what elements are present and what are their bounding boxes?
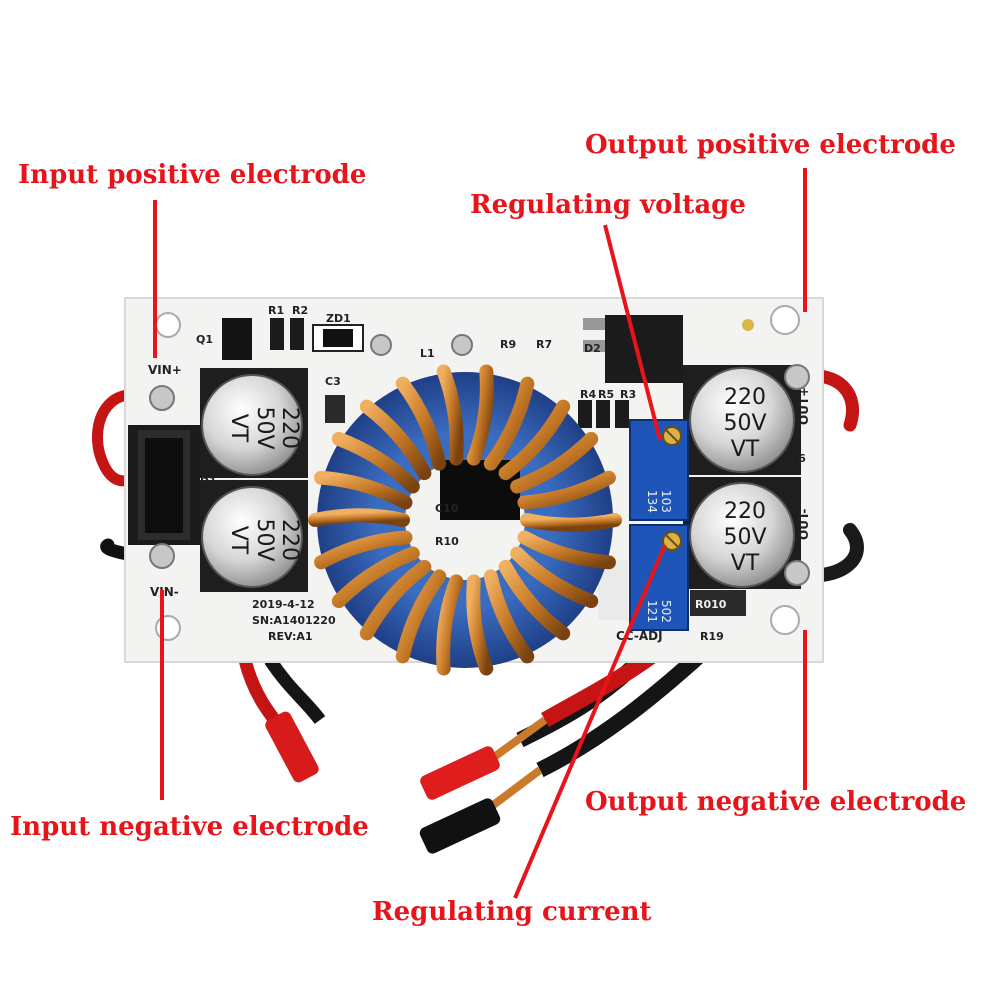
capacitor-c-left-bottom — [201, 486, 303, 588]
mounting-hole — [155, 615, 181, 641]
silk-zd1: ZD1 — [326, 312, 351, 325]
capacitor-c-right-bottom — [689, 482, 795, 588]
capacitor-c-right-top — [689, 367, 795, 473]
silk-c10: C10 — [435, 502, 459, 515]
cap-left-bottom-voltage: 50V — [252, 518, 277, 561]
coil-winding — [314, 530, 413, 570]
coil-winding — [395, 376, 447, 471]
coil-winding — [436, 364, 464, 466]
silk-serial: SN:A1401220 — [252, 614, 336, 627]
coil-winding — [498, 559, 571, 641]
cap-left-bottom-value: 220 — [277, 519, 302, 561]
coil-winding — [314, 470, 413, 510]
potentiometer-voltage[interactable]: 103 134 — [629, 419, 689, 521]
mounting-hole — [155, 312, 181, 338]
bottom-leads — [238, 643, 706, 854]
coil-winding — [483, 376, 535, 471]
silk-r9: R9 — [500, 338, 516, 351]
coil-winding — [510, 431, 599, 494]
coil-winding — [498, 399, 571, 481]
silk-out-minus: OUT- — [797, 509, 811, 540]
silk-out-plus: OUT+ — [797, 387, 811, 425]
pot-voltage-code: 103 — [659, 490, 673, 513]
silk-d1: D1 — [200, 475, 217, 488]
pot-voltage-lot: 134 — [645, 490, 659, 513]
cap-right-bottom-value: 220 — [724, 499, 766, 524]
silk-r010: R010 — [695, 598, 727, 611]
coil-winding — [510, 546, 599, 609]
capacitor-c-left-top — [201, 374, 303, 476]
coil-winding — [359, 399, 432, 481]
coil-winding — [517, 530, 616, 570]
regulating-current-pointer — [513, 544, 667, 899]
cap-left-top-voltage: 50V — [252, 406, 277, 449]
mounting-hole — [770, 605, 800, 635]
pot-current-lot: 121 — [645, 600, 659, 623]
cap-right-bottom-voltage: 50V — [723, 525, 766, 550]
solder-pads — [149, 334, 810, 586]
silk-vin-minus: VIN- — [150, 585, 179, 599]
silk-r7: R7 — [536, 338, 552, 351]
coil-winding — [466, 364, 494, 466]
label-regulating-current: Regulating current — [372, 897, 652, 927]
cap-right-top-series: VT — [731, 437, 760, 462]
coil-winding — [395, 569, 447, 664]
potentiometer-current[interactable]: 502 121 — [629, 524, 689, 631]
coil-winding — [466, 574, 494, 676]
label-input-negative: Input negative electrode — [10, 812, 369, 842]
coil-winding — [483, 569, 535, 664]
silk-r4: R4 — [580, 388, 596, 401]
label-regulating-voltage: Regulating voltage — [470, 190, 746, 220]
silk-date: 2019-4-12 — [252, 598, 315, 611]
pot-current-code: 502 — [659, 600, 673, 623]
silk-c3: C3 — [325, 375, 341, 388]
capacitors — [201, 367, 795, 588]
cap-left-top-series: VT — [226, 414, 251, 443]
silk-l1: L1 — [420, 347, 435, 360]
silk-vin-plus: VIN+ — [148, 363, 182, 377]
cap-left-bottom-series: VT — [226, 526, 251, 555]
regulating-voltage-pointer — [603, 224, 662, 441]
mounting-hole — [770, 305, 800, 335]
silk-r19: R19 — [700, 630, 724, 643]
diode-d1 — [128, 425, 200, 545]
coil-winding — [520, 513, 622, 532]
coil-winding — [331, 546, 420, 609]
label-input-positive: Input positive electrode — [18, 160, 367, 190]
silk-revision: REV:A1 — [268, 630, 313, 643]
toroid-inductor — [308, 364, 622, 676]
silk-r1: R1 — [268, 304, 284, 317]
coil-winding — [517, 470, 616, 510]
silk-r2: R2 — [292, 304, 308, 317]
cap-left-top-value: 220 — [277, 407, 302, 449]
silk-c6: C6 — [790, 452, 806, 465]
silk-q1: Q1 — [196, 333, 213, 346]
silk-d2: D2 — [584, 342, 601, 355]
cap-right-top-voltage: 50V — [723, 411, 766, 436]
silk-r5: R5 — [598, 388, 614, 401]
callout-lines — [153, 168, 807, 899]
silk-r3: R3 — [620, 388, 636, 401]
coil-winding — [436, 574, 464, 676]
coil-winding — [331, 431, 420, 494]
label-output-positive: Output positive electrode — [585, 130, 956, 160]
coil-winding — [359, 559, 432, 641]
label-output-negative: Output negative electrode — [585, 787, 967, 817]
coil-winding — [308, 508, 410, 527]
silk-r10: R10 — [435, 535, 459, 548]
cap-right-bottom-series: VT — [731, 551, 760, 576]
cap-right-top-value: 220 — [724, 385, 766, 410]
